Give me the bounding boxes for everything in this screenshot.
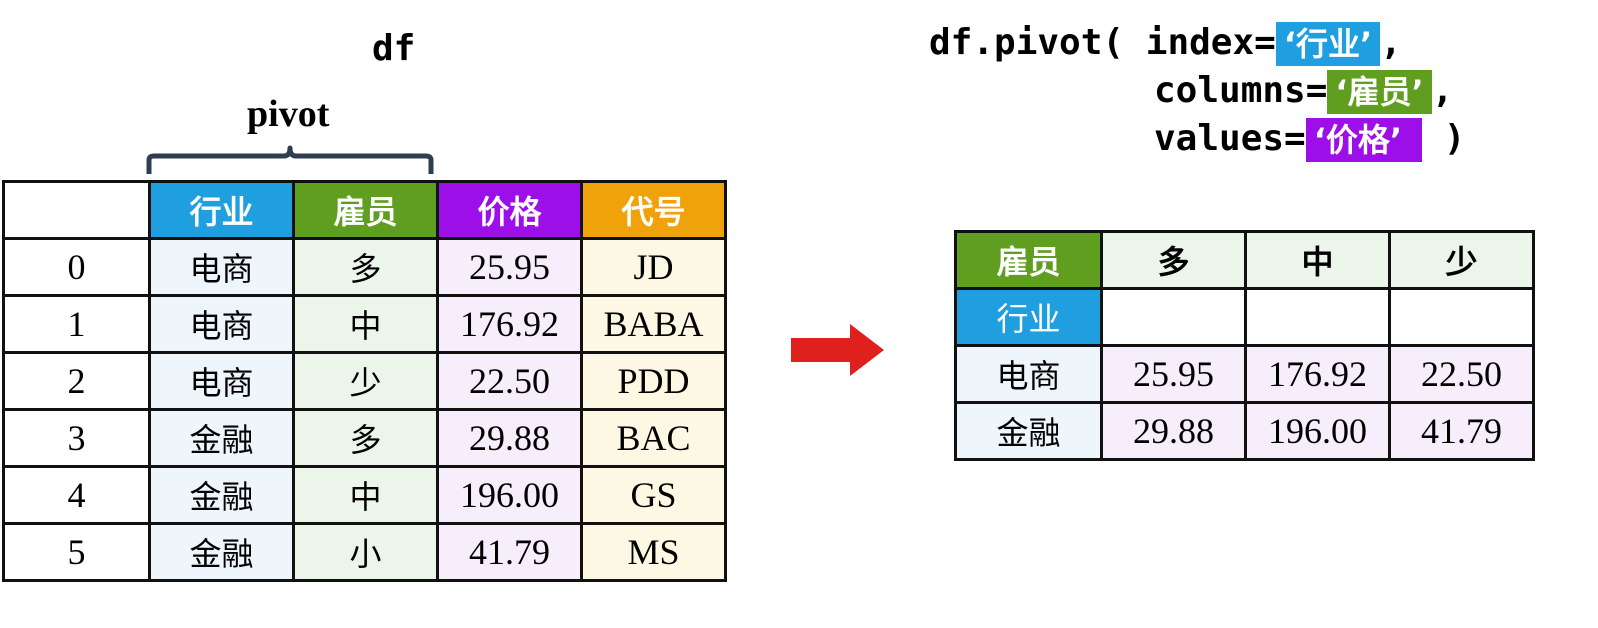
value-cell: 176.92	[1244, 344, 1391, 404]
code-call: df.pivot(	[929, 22, 1125, 63]
pivot-index-label-row: 行业	[954, 287, 1535, 347]
code-line-values: values=‘价格’ )	[1154, 118, 1465, 162]
code-comma: ,	[1380, 22, 1402, 63]
value-cell: 29.88	[1100, 401, 1247, 461]
value-cell: 22.50	[1388, 344, 1535, 404]
pivot-header-row: 雇员 多 中 少	[954, 230, 1535, 290]
df-title: df	[372, 28, 416, 69]
row-label-cell: 金融	[954, 401, 1103, 461]
code-line-columns: columns=‘雇员’,	[1154, 70, 1453, 114]
code-values-value: ‘价格’	[1305, 118, 1423, 162]
index-cell: 5	[2, 522, 151, 582]
col-header-price: 价格	[436, 180, 583, 240]
code-close-paren: )	[1443, 118, 1466, 159]
table-row: 2 电商 少 22.50 PDD	[2, 351, 727, 411]
pivot-brace	[146, 145, 434, 174]
value-cell: 25.95	[1100, 344, 1247, 404]
index-label-cell: 行业	[954, 287, 1103, 347]
ticker-cell: PDD	[580, 351, 727, 411]
table-row: 金融 29.88 196.00 41.79	[954, 401, 1535, 461]
employees-cell: 多	[292, 408, 439, 468]
price-cell: 41.79	[436, 522, 583, 582]
price-cell: 22.50	[436, 351, 583, 411]
df-table: 行业 雇员 价格 代号 0 电商 多 25.95 JD 1 电商 中 176.9…	[2, 180, 727, 582]
price-cell: 176.92	[436, 294, 583, 354]
table-row: 4 金融 中 196.00 GS	[2, 465, 727, 525]
column-value-cell: 少	[1388, 230, 1535, 290]
industry-cell: 金融	[148, 465, 295, 525]
employees-cell: 中	[292, 294, 439, 354]
index-cell: 0	[2, 237, 151, 297]
code-index-kw: index=	[1145, 22, 1276, 63]
code-columns-kw: columns=	[1154, 70, 1328, 111]
index-cell: 3	[2, 408, 151, 468]
pivot-label: pivot	[247, 93, 330, 135]
ticker-cell: JD	[580, 237, 727, 297]
col-header-industry: 行业	[148, 180, 295, 240]
value-cell: 41.79	[1388, 401, 1535, 461]
table-row: 1 电商 中 176.92 BABA	[2, 294, 727, 354]
price-cell: 25.95	[436, 237, 583, 297]
table-row: 5 金融 小 41.79 MS	[2, 522, 727, 582]
industry-cell: 电商	[148, 294, 295, 354]
table-row: 0 电商 多 25.95 JD	[2, 237, 727, 297]
employees-cell: 少	[292, 351, 439, 411]
code-comma: ,	[1431, 70, 1454, 111]
industry-cell: 电商	[148, 237, 295, 297]
ticker-cell: BABA	[580, 294, 727, 354]
df-header-row: 行业 雇员 价格 代号	[2, 180, 727, 240]
code-line-index: df.pivot( index=‘行业’,	[929, 22, 1402, 66]
ticker-cell: GS	[580, 465, 727, 525]
ticker-cell: MS	[580, 522, 727, 582]
price-cell: 196.00	[436, 465, 583, 525]
pivot-result-table: 雇员 多 中 少 行业 电商 25.95 176.92 22.50 金融 29.…	[954, 230, 1535, 461]
code-values-kw: values=	[1154, 118, 1306, 159]
price-cell: 29.88	[436, 408, 583, 468]
index-cell: 4	[2, 465, 151, 525]
industry-cell: 金融	[148, 408, 295, 468]
empty-cell	[1388, 287, 1535, 347]
employees-cell: 中	[292, 465, 439, 525]
table-row: 电商 25.95 176.92 22.50	[954, 344, 1535, 404]
code-index-value: ‘行业’	[1275, 22, 1381, 66]
empty-cell	[1100, 287, 1247, 347]
arrow-right-icon	[791, 324, 884, 376]
index-cell: 2	[2, 351, 151, 411]
index-header-cell	[2, 180, 151, 240]
industry-cell: 金融	[148, 522, 295, 582]
columns-label-cell: 雇员	[954, 230, 1103, 290]
row-label-cell: 电商	[954, 344, 1103, 404]
column-value-cell: 多	[1100, 230, 1247, 290]
code-columns-value: ‘雇员’	[1327, 70, 1432, 114]
col-header-ticker: 代号	[580, 180, 727, 240]
ticker-cell: BAC	[580, 408, 727, 468]
value-cell: 196.00	[1244, 401, 1391, 461]
employees-cell: 小	[292, 522, 439, 582]
employees-cell: 多	[292, 237, 439, 297]
col-header-employees: 雇员	[292, 180, 439, 240]
index-cell: 1	[2, 294, 151, 354]
column-value-cell: 中	[1244, 230, 1391, 290]
empty-cell	[1244, 287, 1391, 347]
table-row: 3 金融 多 29.88 BAC	[2, 408, 727, 468]
industry-cell: 电商	[148, 351, 295, 411]
